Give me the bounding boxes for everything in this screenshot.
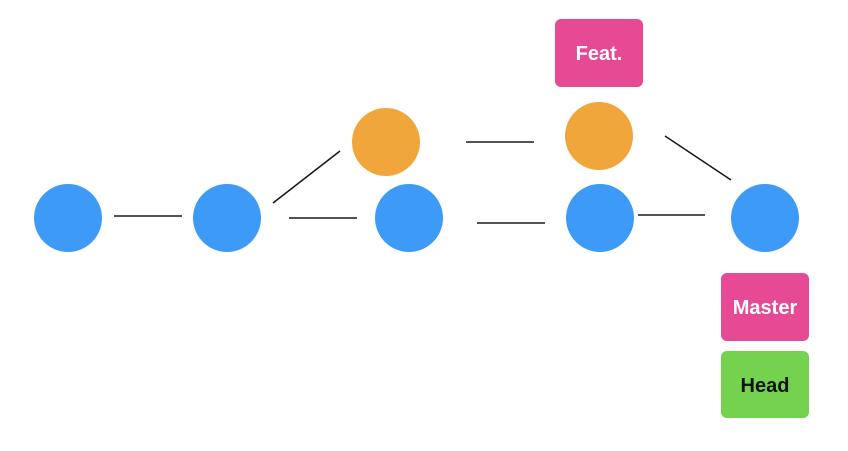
commit-node-main xyxy=(375,184,443,252)
head-label-box xyxy=(721,351,809,418)
master-branch-label: Master xyxy=(721,273,809,341)
commit-node-feature xyxy=(565,102,633,170)
commit-node-main xyxy=(731,184,799,252)
feature-branch-label: Feat. xyxy=(555,19,643,87)
master-branch-label-text: Master xyxy=(733,297,798,319)
commit-node-feature xyxy=(352,108,420,176)
commit-nodes xyxy=(34,102,799,252)
master-branch-label-box xyxy=(721,273,809,341)
commit-node-main xyxy=(34,184,102,252)
commit-node-main xyxy=(566,184,634,252)
head-label: Head xyxy=(721,351,809,418)
feature-branch-label-box xyxy=(555,19,643,87)
commit-edges xyxy=(114,135,732,224)
edge-c2-f1 xyxy=(272,150,341,204)
head-label-text: Head xyxy=(741,375,790,397)
edge-f2-c5 xyxy=(664,135,732,181)
commit-node-main xyxy=(193,184,261,252)
feature-branch-label-text: Feat. xyxy=(576,43,623,65)
